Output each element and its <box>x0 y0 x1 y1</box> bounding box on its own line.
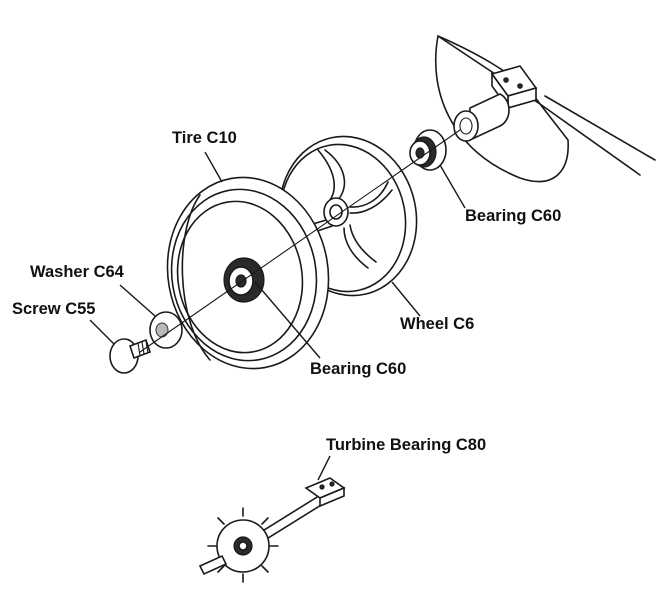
washer-label: Washer C64 <box>30 263 124 281</box>
turbine-bearing-label: Turbine Bearing C80 <box>326 436 487 454</box>
screw <box>109 338 152 374</box>
turbine-bearing-assembly <box>198 477 346 583</box>
upper-bearing <box>409 129 447 171</box>
leader-lines <box>89 151 466 481</box>
lower-bearing-label: Bearing C60 <box>310 360 407 378</box>
tire-label: Tire C10 <box>172 129 237 147</box>
washer <box>149 311 183 349</box>
upper-bearing-label: Bearing C60 <box>465 207 562 225</box>
wheel-label: Wheel C6 <box>400 315 475 333</box>
cleaner-body-part <box>434 35 656 183</box>
screw-label: Screw C55 <box>12 300 96 318</box>
